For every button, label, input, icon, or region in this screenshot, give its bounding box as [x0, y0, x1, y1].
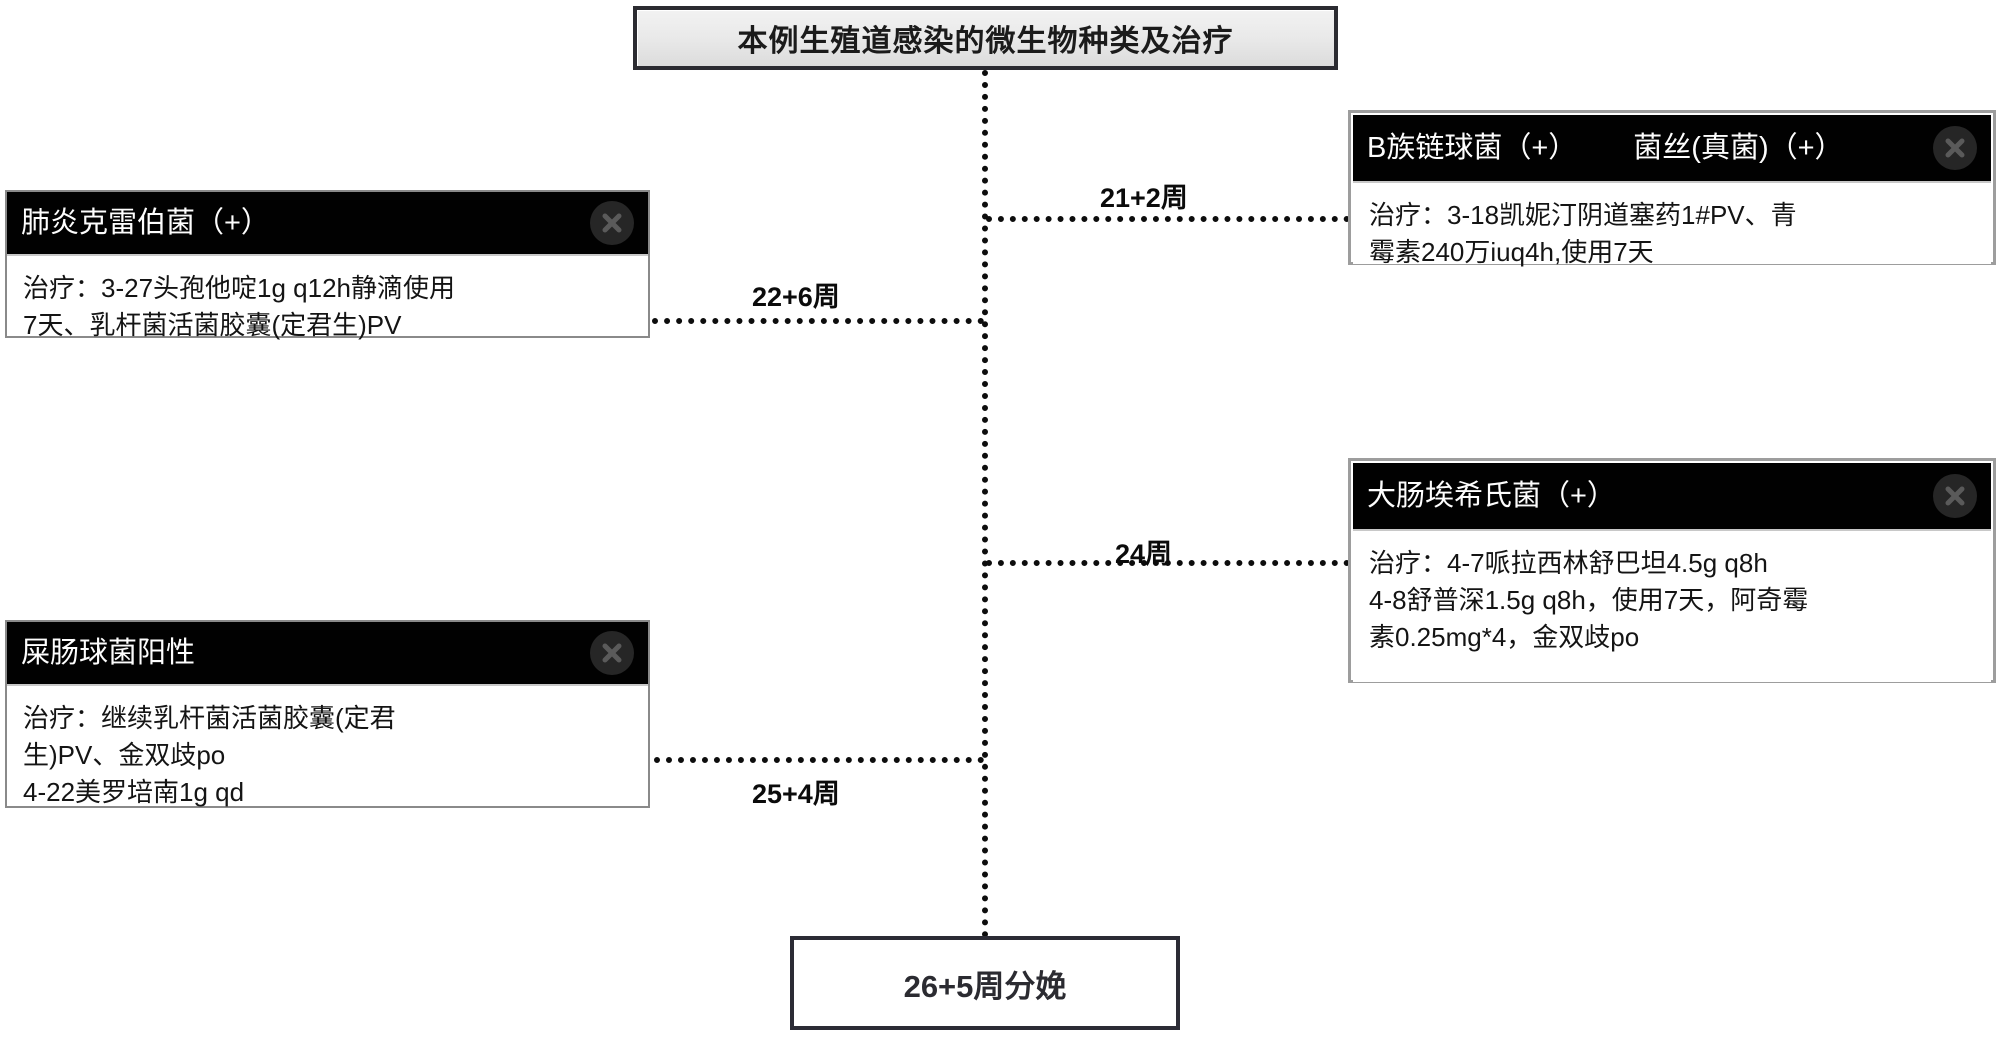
card-enterococcus[interactable]: 屎肠球菌阳性 治疗：继续乳杆菌活菌胶囊(定君 生)PV、金双歧po 4-22美罗… [5, 620, 650, 808]
card-gbs[interactable]: B族链球菌（+） 菌丝(真菌)（+） 治疗：3-18凯妮汀阴道塞药1#PV、青 … [1348, 110, 1996, 267]
edge-label-ecoli: 24周 [1115, 539, 1173, 569]
card-enterococcus-header: 屎肠球菌阳性 [7, 622, 648, 684]
card-klebsiella-line-2: 7天、乳杆菌活菌胶囊(定君生)PV [23, 309, 402, 340]
card-ecoli-line-2: 4-8舒普深1.5g q8h，使用7天，阿奇霉 [1369, 584, 1809, 615]
card-ecoli-title: 大肠埃希氏菌（+） [1367, 479, 1616, 512]
card-gbs-body: 治疗：3-18凯妮汀阴道塞药1#PV、青 霉素240万iuq4h,使用7天 [1353, 181, 1991, 267]
edge-label-enterococcus: 25+4周 [752, 779, 840, 809]
card-gbs-title-secondary: 菌丝(真菌)（+） [1633, 131, 1844, 164]
outcome-text: 26+5周分娩 [903, 968, 1067, 1004]
close-icon[interactable] [590, 201, 634, 245]
close-icon[interactable] [1933, 474, 1977, 518]
chart-title-text: 本例生殖道感染的微生物种类及治疗 [737, 25, 1234, 58]
card-klebsiella[interactable]: 肺炎克雷伯菌（+） 治疗：3-27头孢他啶1g q12h静滴使用 7天、乳杆菌活… [5, 190, 650, 340]
card-enterococcus-line-3: 4-22美罗培南1g qd [23, 776, 245, 807]
card-enterococcus-line-1: 治疗：继续乳杆菌活菌胶囊(定君 [23, 703, 396, 733]
outcome-box: 26+5周分娩 [790, 936, 1180, 1030]
card-gbs-line-1: 治疗：3-18凯妮汀阴道塞药1#PV、青 [1369, 200, 1797, 230]
edge-label-klebsiella: 22+6周 [752, 282, 840, 312]
connector-to-gbs-card [986, 216, 1350, 222]
card-ecoli[interactable]: 大肠埃希氏菌（+） 治疗：4-7哌拉西林舒巴坦4.5g q8h 4-8舒普深1.… [1348, 458, 1996, 683]
card-ecoli-header: 大肠埃希氏菌（+） [1353, 463, 1991, 529]
close-icon[interactable] [590, 631, 634, 675]
chart-title-box: 本例生殖道感染的微生物种类及治疗 [633, 6, 1338, 70]
connector-to-ecoli-card [986, 560, 1350, 566]
card-ecoli-body: 治疗：4-7哌拉西林舒巴坦4.5g q8h 4-8舒普深1.5g q8h，使用7… [1353, 529, 1991, 682]
card-enterococcus-title: 屎肠球菌阳性 [21, 636, 196, 669]
card-gbs-header: B族链球菌（+） 菌丝(真菌)（+） [1353, 115, 1991, 181]
card-klebsiella-header: 肺炎克雷伯菌（+） [7, 192, 648, 254]
card-enterococcus-line-2: 生)PV、金双歧po [23, 739, 226, 770]
connector-to-enterococcus-card [654, 757, 984, 763]
connector-to-klebsiella-card [652, 318, 984, 324]
card-klebsiella-body: 治疗：3-27头孢他啶1g q12h静滴使用 7天、乳杆菌活菌胶囊(定君生)PV [7, 254, 648, 340]
card-enterococcus-body: 治疗：继续乳杆菌活菌胶囊(定君 生)PV、金双歧po 4-22美罗培南1g qd [7, 684, 648, 807]
card-ecoli-line-3: 素0.25mg*4，金双歧po [1369, 621, 1640, 652]
connector-trunk-vertical [982, 70, 988, 938]
card-klebsiella-title: 肺炎克雷伯菌（+） [21, 206, 270, 239]
edge-label-gbs: 21+2周 [1100, 183, 1188, 213]
card-ecoli-line-1: 治疗：4-7哌拉西林舒巴坦4.5g q8h [1369, 548, 1768, 578]
close-icon[interactable] [1933, 126, 1977, 170]
card-gbs-title: B族链球菌（+） [1367, 131, 1578, 164]
card-klebsiella-line-1: 治疗：3-27头孢他啶1g q12h静滴使用 [23, 273, 456, 303]
card-gbs-line-2: 霉素240万iuq4h,使用7天 [1369, 236, 1654, 267]
